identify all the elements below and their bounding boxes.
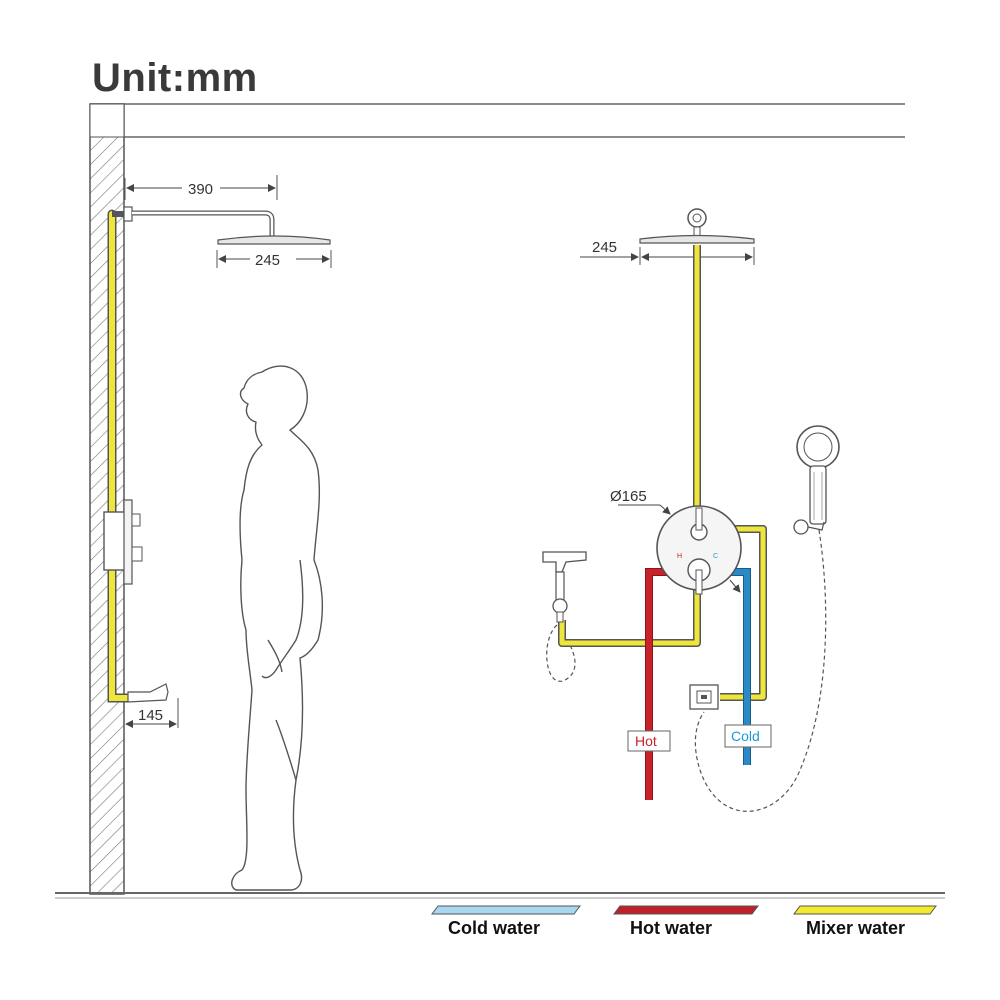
dimension-text-diameter: Ø165 xyxy=(610,488,647,505)
dimension-text-390: 390 xyxy=(188,181,213,198)
legend-swatch-cold xyxy=(431,905,581,915)
cold-pipe-tag: Cold xyxy=(724,724,772,748)
hot-pipe-tag-text: Hot xyxy=(635,733,657,749)
hatched-wall xyxy=(89,103,125,895)
legend-swatches xyxy=(431,905,937,915)
dimension-spout: 145 xyxy=(125,698,179,728)
mixer-water-pipes xyxy=(558,245,767,701)
dimension-arm-length: 390 xyxy=(124,175,278,200)
legend-label-mixer: Mixer water xyxy=(806,918,906,938)
bidet-sprayer xyxy=(542,551,587,682)
tub-spout-side xyxy=(127,683,169,703)
hot-pipe-tag: Hot xyxy=(627,730,671,752)
unit-title: Unit:mm xyxy=(92,56,258,100)
ceiling xyxy=(90,103,905,138)
cold-pipe-tag-text: Cold xyxy=(731,728,760,744)
floor xyxy=(55,892,945,899)
wall-valve-side xyxy=(103,499,143,585)
valve-diameter-callout: Ø165 xyxy=(610,488,741,593)
rain-shower-head xyxy=(639,208,755,244)
legend-swatch-mixer xyxy=(793,905,937,915)
valve-hot-mark: H xyxy=(677,553,682,560)
legend-label-cold: Cold water xyxy=(448,918,541,938)
human-figure xyxy=(231,365,324,891)
mixing-valve-front: H C xyxy=(656,505,742,595)
valve-cold-mark: C xyxy=(713,553,718,560)
hot-water-pipe xyxy=(645,568,672,800)
legend-swatch-hot xyxy=(613,905,759,915)
legend-label-hot: Hot water xyxy=(630,918,713,938)
dimension-head-left: 245 xyxy=(216,250,332,269)
wall-outlet-box xyxy=(689,684,719,710)
dimension-text-245-left: 245 xyxy=(255,252,280,269)
hand-shower xyxy=(694,425,840,812)
dimension-text-245-right: 245 xyxy=(592,239,617,256)
dimension-text-145: 145 xyxy=(138,707,163,724)
shower-arm-side xyxy=(123,206,331,245)
